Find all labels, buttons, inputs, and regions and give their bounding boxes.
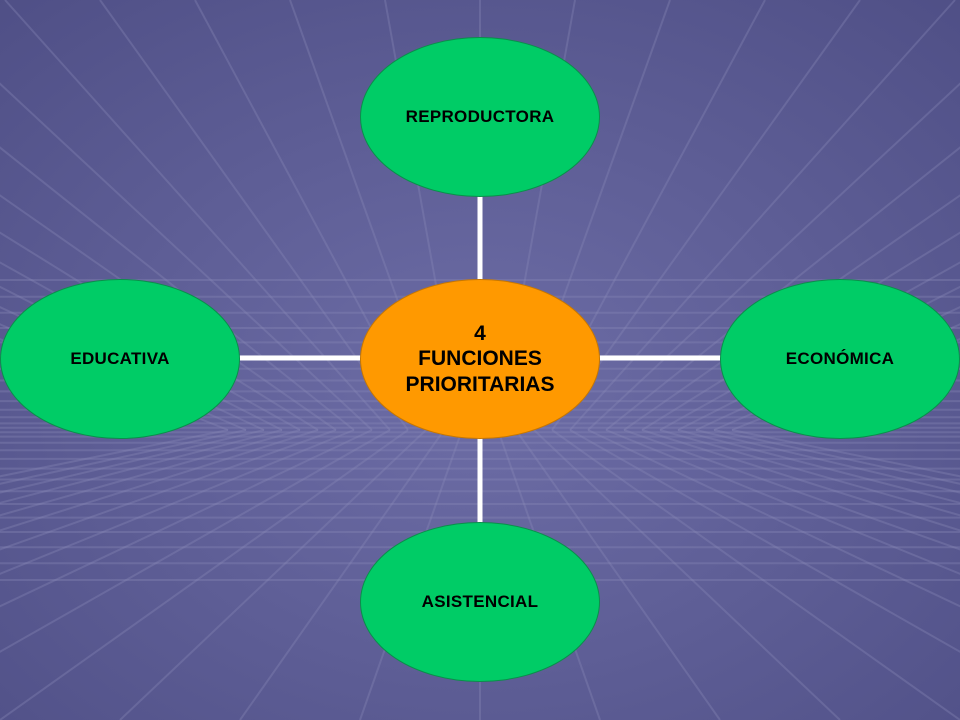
node-economica-label: ECONÓMICA <box>785 349 895 368</box>
node-educativa: EDUCATIVA <box>0 279 240 439</box>
center-line-number: 4 <box>474 321 486 345</box>
center-line-funciones: FUNCIONES <box>418 347 542 371</box>
node-asistencial-label: ASISTENCIAL <box>421 592 539 611</box>
center-line-prioritarias: PRIORITARIAS <box>405 372 555 396</box>
node-educativa-label: EDUCATIVA <box>70 349 170 368</box>
node-reproductora-label: REPRODUCTORA <box>405 107 555 126</box>
node-economica: ECONÓMICA <box>720 279 960 439</box>
node-center-funciones: 4 FUNCIONES PRIORITARIAS <box>360 279 600 439</box>
node-asistencial: ASISTENCIAL <box>360 522 600 682</box>
node-reproductora: REPRODUCTORA <box>360 37 600 197</box>
